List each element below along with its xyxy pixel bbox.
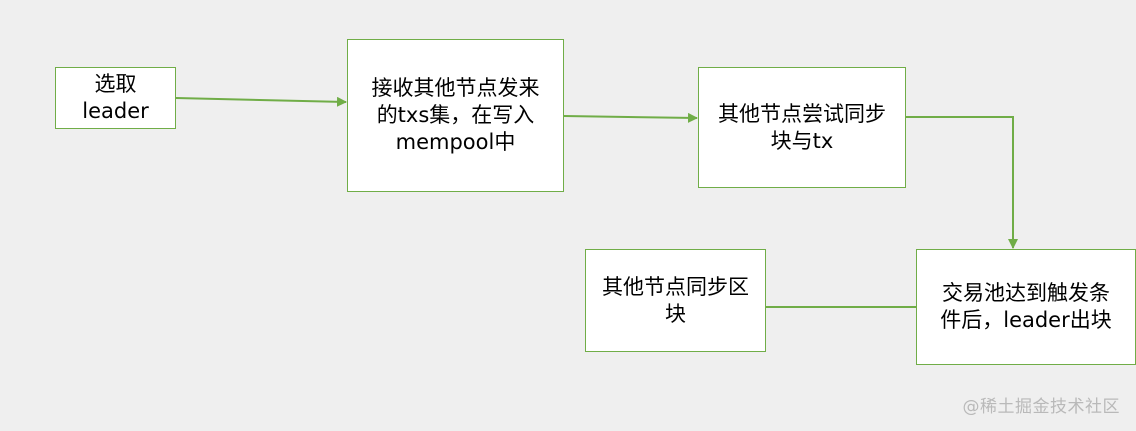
node-trigger-block-label: 交易池达到触发条 件后，leader出块	[940, 281, 1112, 332]
node-trigger-block: 交易池达到触发条 件后，leader出块	[916, 249, 1136, 365]
edge-receive-txs-to-try-sync	[563, 112, 698, 123]
node-receive-txs-label: 接收其他节点发来 的txs集，在写入 mempool中	[371, 76, 540, 154]
node-select-leader: 选取 leader	[55, 67, 176, 129]
node-sync-block: 其他节点同步区 块	[585, 249, 766, 352]
node-sync-block-label: 其他节点同步区 块	[602, 274, 749, 326]
node-select-leader-label: 选取 leader	[82, 72, 149, 123]
node-receive-txs: 接收其他节点发来 的txs集，在写入 mempool中	[347, 39, 564, 192]
node-try-sync: 其他节点尝试同步 块与tx	[698, 67, 906, 188]
edge-try-sync-to-trigger-block	[866, 116, 1018, 249]
node-try-sync-label: 其他节点尝试同步 块与tx	[718, 101, 886, 153]
watermark-text: @稀土掘金技术社区	[962, 397, 1120, 417]
edge-select-leader-to-receive-txs	[175, 96, 347, 107]
